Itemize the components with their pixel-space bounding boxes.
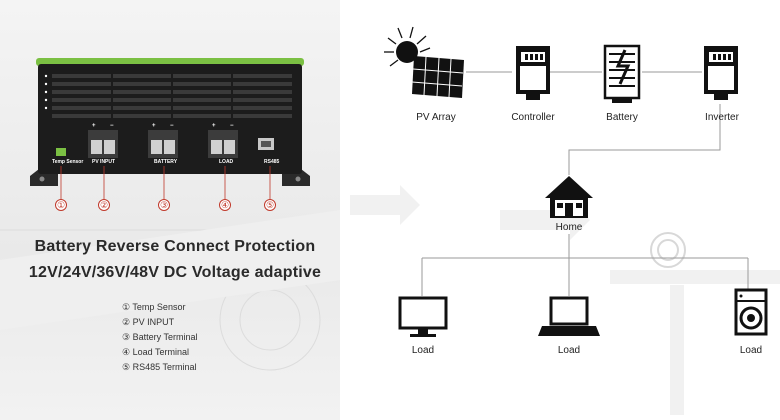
- temp-sensor-port: [56, 148, 66, 156]
- controller-label: Controller: [511, 112, 555, 123]
- legend-item: ① Temp Sensor: [122, 300, 197, 315]
- inverter-icon: [704, 46, 738, 100]
- legend-number: ④: [122, 347, 131, 357]
- pv-polarity-minus: −: [110, 123, 114, 129]
- load-label-washer: Load: [739, 345, 763, 356]
- legend-text: PV INPUT: [132, 317, 175, 327]
- headline-line-1: Battery Reverse Connect Protection: [34, 238, 316, 255]
- terminal-legend: ① Temp Sensor ② PV INPUT ③ Battery Termi…: [122, 300, 197, 375]
- battery-label: Battery: [606, 112, 638, 123]
- inverter-label: Inverter: [705, 112, 739, 123]
- background-decoration: [0, 210, 340, 371]
- load-polarity-plus: +: [212, 123, 216, 129]
- leader-lines: [60, 166, 271, 199]
- load-label-monitor: Load: [411, 345, 435, 356]
- legend-item: ③ Battery Terminal: [122, 330, 197, 345]
- legend-text: Battery Terminal: [132, 332, 198, 342]
- pv-array-label: PV Array: [416, 112, 456, 123]
- legend-text: Load Terminal: [132, 347, 189, 357]
- number-marker-2: ②: [98, 199, 110, 211]
- number-marker-4: ④: [219, 199, 231, 211]
- load-label: LOAD: [219, 159, 234, 165]
- house-icon: [545, 176, 593, 218]
- battery-icon: [603, 44, 641, 103]
- legend-text: Temp Sensor: [132, 302, 186, 312]
- rs485-label: RS485: [264, 159, 280, 165]
- legend-number: ⑤: [122, 362, 131, 372]
- number-marker-3: ③: [158, 199, 170, 211]
- charge-controller-device: [30, 58, 310, 186]
- battery-polarity-plus: +: [152, 123, 156, 129]
- temp-sensor-label: Temp Sensor: [52, 159, 84, 165]
- laptop-icon: [538, 296, 600, 336]
- number-marker-1: ①: [55, 199, 67, 211]
- legend-number: ②: [122, 317, 131, 327]
- background-circle: [650, 232, 686, 268]
- legend-item: ④ Load Terminal: [122, 345, 197, 360]
- legend-text: RS485 Terminal: [132, 362, 197, 372]
- product-panel: + − + − + − Temp Sensor PV INPUT BATTERY…: [0, 0, 340, 420]
- pv-polarity-plus: +: [92, 123, 96, 129]
- load-label-laptop: Load: [557, 345, 581, 356]
- connection-lines: [421, 71, 749, 296]
- load-polarity-minus: −: [230, 123, 234, 129]
- monitor-icon: [398, 296, 448, 337]
- legend-number: ③: [122, 332, 131, 342]
- legend-item: ② PV INPUT: [122, 315, 197, 330]
- controller-icon: [516, 46, 550, 100]
- headline-line-2: 12V/24V/36V/48V DC Voltage adaptive: [28, 264, 322, 281]
- washing-machine-icon: [734, 288, 768, 336]
- number-marker-5: ⑤: [264, 199, 276, 211]
- pv-input-label: PV INPUT: [92, 159, 116, 165]
- legend-item: ⑤ RS485 Terminal: [122, 360, 197, 375]
- status-leds: [44, 74, 48, 110]
- diagram-graphics: [350, 26, 780, 415]
- home-label: Home: [555, 222, 583, 233]
- solar-panel-icon: [384, 26, 464, 98]
- battery-label: BATTERY: [154, 159, 178, 165]
- system-diagram: PV Array Controller Battery Inverter Hom…: [340, 0, 780, 420]
- legend-number: ①: [122, 302, 131, 312]
- battery-polarity-minus: −: [170, 123, 174, 129]
